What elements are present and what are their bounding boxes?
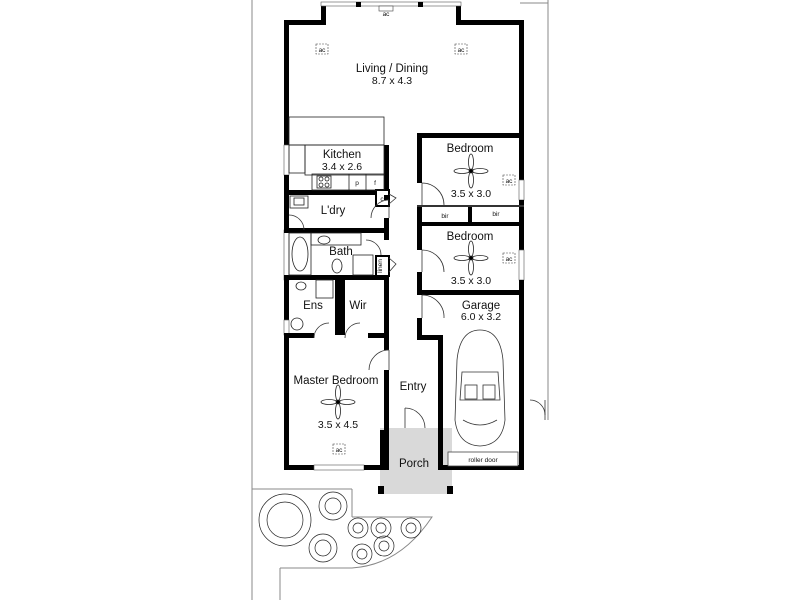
room-label: Ens bbox=[303, 300, 323, 312]
svg-text:ac: ac bbox=[458, 47, 466, 54]
svg-text:ac: ac bbox=[506, 178, 514, 185]
room-label: Porch bbox=[399, 458, 429, 470]
ceiling-fan-icon bbox=[320, 153, 489, 420]
ac-unit-icon bbox=[315, 43, 516, 455]
svg-text:ac: ac bbox=[336, 447, 344, 454]
room-dims: 8.7 x 4.3 bbox=[372, 75, 412, 87]
svg-text:f: f bbox=[374, 180, 376, 187]
svg-text:ac: ac bbox=[319, 47, 327, 54]
svg-text:ac: ac bbox=[506, 256, 514, 263]
svg-text:linen: linen bbox=[377, 259, 384, 273]
room-label: Living / Dining bbox=[356, 63, 428, 75]
landscaping-trees bbox=[258, 491, 422, 565]
room-label: L'dry bbox=[321, 205, 346, 217]
room-label: Garage bbox=[462, 300, 500, 312]
room-label: Master Bedroom bbox=[293, 375, 378, 387]
kitchen-bench bbox=[288, 116, 385, 191]
room-label: Entry bbox=[400, 381, 427, 393]
room-dims: 3.5 x 4.5 bbox=[318, 419, 358, 431]
car-icon bbox=[454, 329, 506, 447]
site-boundary bbox=[251, 0, 549, 600]
bathroom-fixtures bbox=[288, 195, 374, 331]
fixture-labels: ac ac ac ac ac ac p f c linen bir bir ro… bbox=[319, 11, 514, 464]
interior-walls bbox=[284, 133, 524, 470]
room-dims: 3.5 x 3.0 bbox=[451, 275, 491, 287]
svg-text:roller door: roller door bbox=[468, 457, 498, 464]
room-label: Bath bbox=[329, 246, 353, 258]
room-dims: 6.0 x 3.2 bbox=[461, 311, 501, 323]
svg-text:bir: bir bbox=[492, 211, 500, 218]
svg-text:bir: bir bbox=[441, 213, 449, 220]
svg-text:ac: ac bbox=[383, 11, 391, 18]
room-label: Bedroom bbox=[447, 143, 494, 155]
room-dims: 3.5 x 3.0 bbox=[451, 188, 491, 200]
door-swings bbox=[288, 182, 546, 429]
svg-text:p: p bbox=[355, 180, 359, 187]
room-label: Kitchen bbox=[323, 149, 361, 161]
room-labels: Living / Dining 8.7 x 4.3 Kitchen 3.4 x … bbox=[293, 63, 501, 470]
room-label: Wir bbox=[349, 300, 366, 312]
svg-text:c: c bbox=[380, 196, 384, 203]
room-label: Bedroom bbox=[447, 231, 494, 243]
room-dims: 3.4 x 2.6 bbox=[322, 161, 362, 173]
